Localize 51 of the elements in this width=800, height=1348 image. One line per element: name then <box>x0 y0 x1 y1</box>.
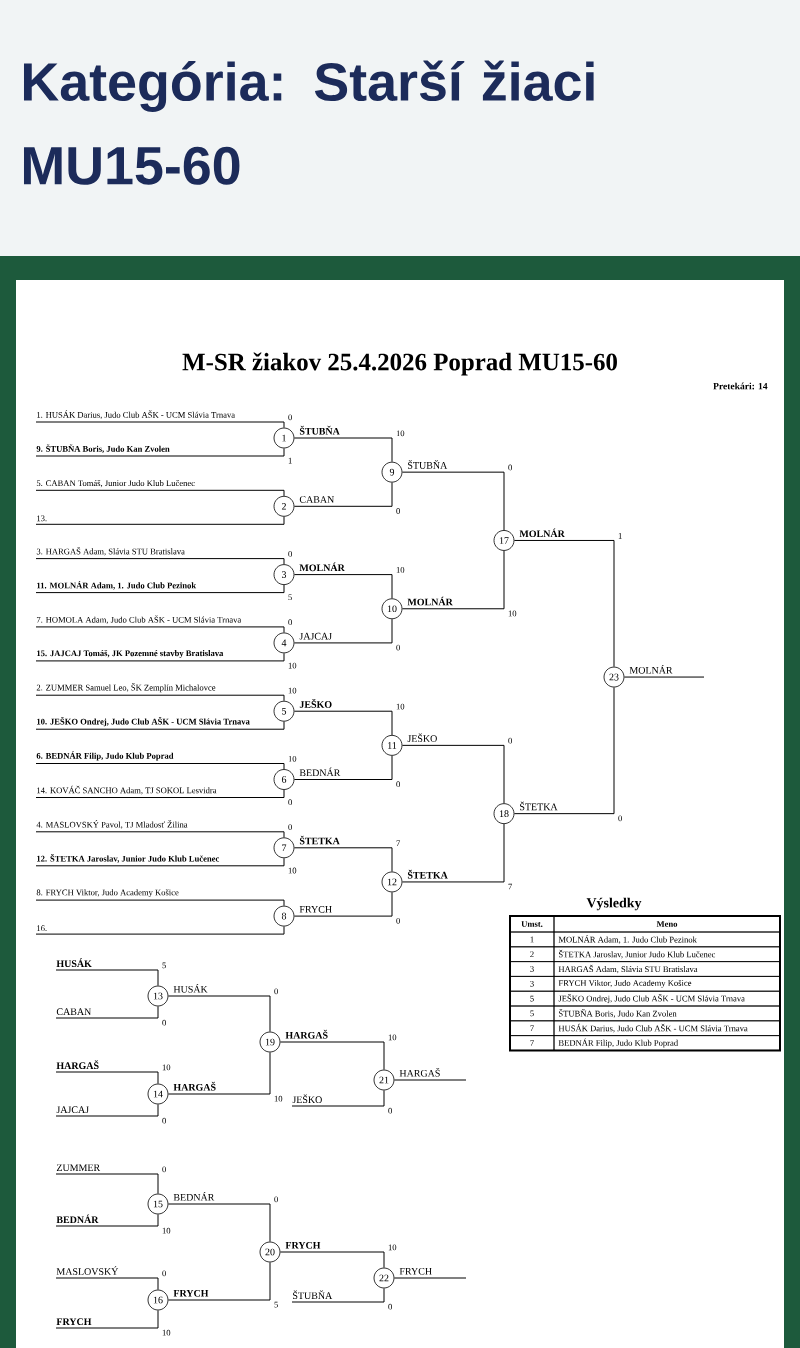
bracket-line <box>35 584 285 594</box>
bracket-line <box>393 1277 467 1279</box>
bracket-line <box>55 1309 159 1329</box>
bracket-line <box>35 857 285 867</box>
bracket-line <box>55 1071 159 1085</box>
bracket-line <box>393 1079 467 1081</box>
bracket-line <box>55 1277 159 1291</box>
bracket-line <box>35 763 285 770</box>
bracket-line <box>293 891 393 917</box>
bracket-line <box>35 831 285 838</box>
bracket-line <box>35 626 285 633</box>
bracket-line <box>35 899 285 907</box>
bracket-line <box>293 755 393 780</box>
bracket-line <box>55 1213 159 1227</box>
bracket-line <box>401 744 505 804</box>
bracket-line <box>401 823 505 883</box>
bracket-line <box>35 694 285 702</box>
bracket-line <box>55 1103 159 1117</box>
bracket-line <box>279 1041 385 1071</box>
bracket-line <box>35 447 285 457</box>
bracket-line <box>293 437 393 463</box>
bracket-line <box>293 574 393 599</box>
bracket-line <box>35 652 285 662</box>
bracket-line <box>35 516 285 525</box>
bracket-title: M-SR žiakov 25.4.2026 Poprad MU15-60 <box>182 352 617 376</box>
title: Kategória: Starší žiaci MU15-60 <box>24 60 594 185</box>
bracket-line <box>35 926 285 935</box>
bracket-line <box>35 789 285 798</box>
bracket-line <box>35 489 285 497</box>
bracket-line <box>167 995 271 1033</box>
bracket-line <box>55 969 159 987</box>
bracket-line <box>293 482 393 507</box>
bracket-line <box>293 618 393 644</box>
bracket-line <box>293 710 393 736</box>
bracket-line <box>55 1005 159 1019</box>
bracket-line <box>35 558 285 565</box>
bracket-line <box>513 686 615 815</box>
bracket-line <box>279 1251 385 1269</box>
bracket-line <box>623 676 705 678</box>
bracket-line <box>167 1203 271 1243</box>
bracket-line <box>293 847 393 873</box>
bracket-line <box>291 1089 385 1107</box>
bracket-line <box>167 1261 271 1301</box>
bracket-line <box>401 471 505 531</box>
bracket-line <box>167 1051 271 1095</box>
bracket-line <box>55 1173 159 1195</box>
bracket-line <box>401 550 505 610</box>
bracket-line <box>35 421 285 429</box>
bracket-line <box>35 721 285 730</box>
bracket-line <box>513 539 615 668</box>
bracket-line <box>291 1287 385 1303</box>
